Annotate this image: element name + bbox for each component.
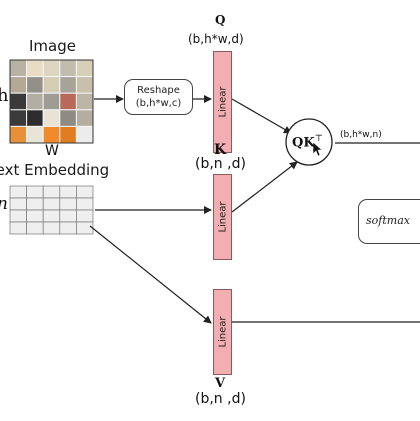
image-cell	[59, 59, 77, 78]
image-cell	[26, 125, 44, 144]
v-letter: V	[215, 376, 226, 391]
text-n-label: n	[0, 196, 8, 213]
image-cell	[9, 92, 28, 111]
image-cell	[75, 76, 94, 94]
image-cell	[42, 125, 61, 144]
text-embedding-cell	[76, 185, 94, 199]
linear-q-layer: Linear	[213, 51, 232, 153]
image-cell	[75, 125, 94, 144]
text-embedding-grid	[9, 185, 94, 235]
text-embedding-cell	[42, 209, 61, 223]
v-shape: (b,n ,d)	[195, 391, 246, 407]
reshape-shape: (b,h*w,c)	[135, 98, 182, 109]
k-letter: K	[214, 142, 227, 158]
text-embedding-cell	[42, 197, 61, 211]
image-cell	[59, 125, 77, 144]
text-embedding-cell	[59, 209, 77, 223]
text-embedding-cell	[26, 209, 44, 223]
arrow-linear-q-to-qk	[231, 98, 292, 134]
text-embedding-title: Text Embedding	[0, 161, 110, 179]
image-cell	[9, 76, 28, 94]
image-cell	[9, 109, 28, 127]
image-cell	[59, 92, 77, 111]
image-cell	[59, 109, 77, 127]
linear-v-label: Linear	[217, 316, 228, 348]
linear-q-label: Linear	[217, 86, 228, 118]
q-letter: Q	[215, 13, 226, 27]
text-embedding-cell	[76, 221, 94, 235]
cursor-icon	[312, 141, 323, 157]
text-embedding-cell	[26, 197, 44, 211]
qk-text: QK	[292, 135, 315, 151]
linear-k-layer: Linear	[213, 174, 232, 260]
image-cell	[26, 76, 44, 94]
image-width-label: W	[45, 143, 59, 159]
image-cell	[75, 59, 94, 78]
linear-k-label: Linear	[217, 201, 228, 233]
linear-v-layer: Linear	[213, 289, 232, 375]
text-embedding-cell	[42, 221, 61, 235]
reshape-box: Reshape (b,h*w,c)	[124, 79, 193, 115]
text-embedding-cell	[59, 221, 77, 235]
text-embedding-cell	[59, 185, 77, 199]
qk-output-shape: (b,h*w,n)	[340, 130, 382, 140]
softmax-box: softmax	[358, 199, 420, 244]
q-shape: (b,h*w,d)	[188, 32, 244, 46]
k-shape: (b,n ,d)	[195, 156, 246, 172]
image-cell	[75, 109, 94, 127]
qk-node	[285, 118, 333, 166]
text-embedding-cell	[9, 221, 27, 235]
image-cell	[42, 109, 61, 127]
image-cell	[42, 76, 61, 94]
text-embedding-cell	[76, 197, 94, 211]
qk-node-label: QK⊤	[292, 134, 324, 151]
image-cell	[59, 76, 77, 94]
text-embedding-cell	[9, 197, 27, 211]
image-height-label: h	[0, 85, 9, 106]
image-cell	[75, 92, 94, 111]
image-cell	[9, 59, 28, 78]
text-embedding-cell	[26, 221, 44, 235]
text-embedding-cell	[76, 209, 94, 223]
image-cell	[42, 92, 61, 111]
text-embedding-cell	[9, 209, 27, 223]
softmax-label: softmax	[366, 214, 410, 228]
image-grid-border	[9, 59, 94, 144]
text-embedding-cell	[42, 185, 61, 199]
image-grid	[9, 59, 94, 144]
image-cell	[26, 92, 44, 111]
arrow-text-to-linear-v	[89, 225, 212, 324]
arrow-linear-k-to-qk	[231, 161, 298, 213]
text-embedding-cell	[59, 197, 77, 211]
image-cell	[26, 109, 44, 127]
image-cell	[26, 59, 44, 78]
text-embedding-cell	[26, 185, 44, 199]
image-title: Image	[29, 37, 76, 55]
reshape-label: Reshape	[137, 84, 180, 96]
qk-transpose-symbol: ⊤	[314, 134, 324, 144]
image-cell	[9, 125, 28, 144]
text-embedding-cell	[9, 185, 27, 199]
image-cell	[42, 59, 61, 78]
